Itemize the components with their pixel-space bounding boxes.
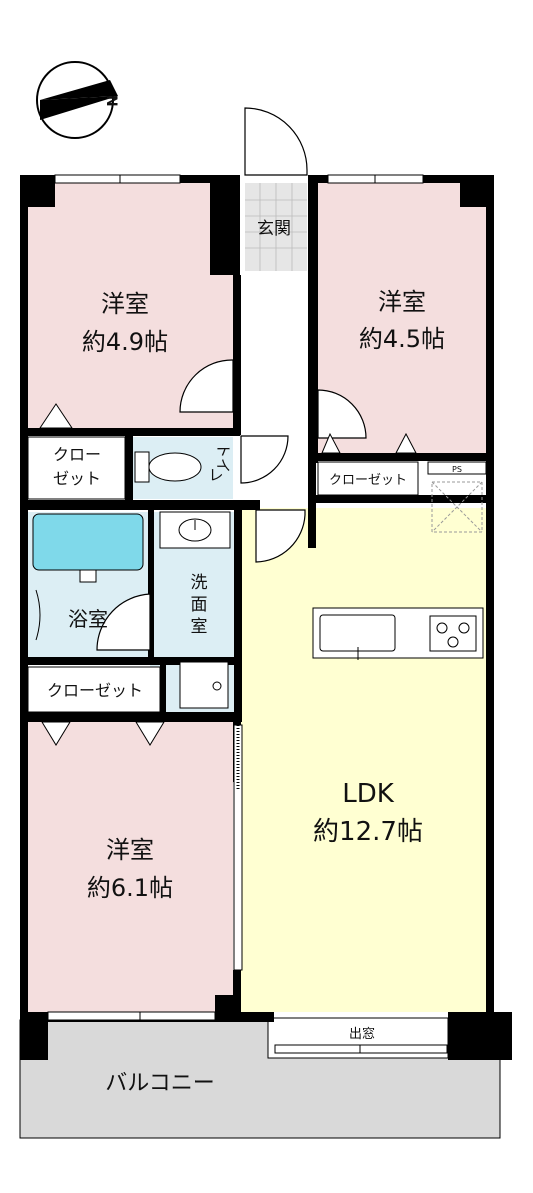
ps-box: [427, 461, 487, 475]
entrance-tiles: [245, 183, 307, 271]
closet-nw-label-2: ゼット: [53, 469, 101, 488]
toilet-label-2: レ: [208, 466, 223, 484]
bathtub-icon: [32, 513, 144, 641]
washroom-label-2: 面: [191, 595, 208, 615]
closet-ne-label: クローゼット: [329, 473, 407, 488]
washroom-label-1: 洗: [191, 573, 208, 593]
sink-icon: [319, 614, 396, 652]
closet-nw-label-1: クロー: [53, 445, 101, 464]
ldk-floor: [240, 508, 486, 1012]
bay-window-label: 出窓: [349, 1026, 375, 1042]
windows: [47, 174, 448, 1054]
toilet-label-1: トイ: [214, 443, 232, 473]
ps-label: PS: [452, 465, 462, 474]
bathroom-label: 浴室: [68, 607, 108, 631]
closet-sw-label: クローゼット: [47, 681, 143, 700]
compass-letter: N: [103, 95, 119, 107]
bedroom-sw-floor: [27, 722, 233, 1012]
washroom-label-3: 室: [191, 617, 208, 637]
fridge-space: [431, 481, 483, 533]
balcony-label: バルコニー: [105, 1071, 215, 1096]
closet-sw-box: [27, 666, 161, 713]
washbasin-icon: [159, 511, 231, 549]
bedroom-ne-name: 洋室: [378, 288, 426, 316]
north-compass-icon: N: [36, 61, 119, 139]
washing-machine-icon: [179, 661, 229, 709]
closet-ne-box: [317, 461, 419, 496]
stove-icon: [429, 615, 477, 652]
closet-doors: [39, 403, 417, 746]
bedroom-ne-size: 約4.5帖: [359, 325, 445, 353]
kitchen-counter: [312, 607, 484, 660]
bedroom-sw-name: 洋室: [106, 836, 154, 864]
ldk-size: 約12.7帖: [313, 817, 423, 847]
ldk-name: LDK: [342, 779, 395, 809]
doors: [96, 107, 367, 651]
bedroom-sw-size: 約6.1帖: [87, 874, 173, 902]
bedroom-nw-size: 約4.9帖: [82, 328, 168, 356]
closet-nw-box: [27, 436, 126, 500]
toilet-icon: [134, 451, 202, 483]
bedroom-nw-name: 洋室: [101, 290, 149, 318]
entrance-label: 玄関: [257, 219, 291, 239]
